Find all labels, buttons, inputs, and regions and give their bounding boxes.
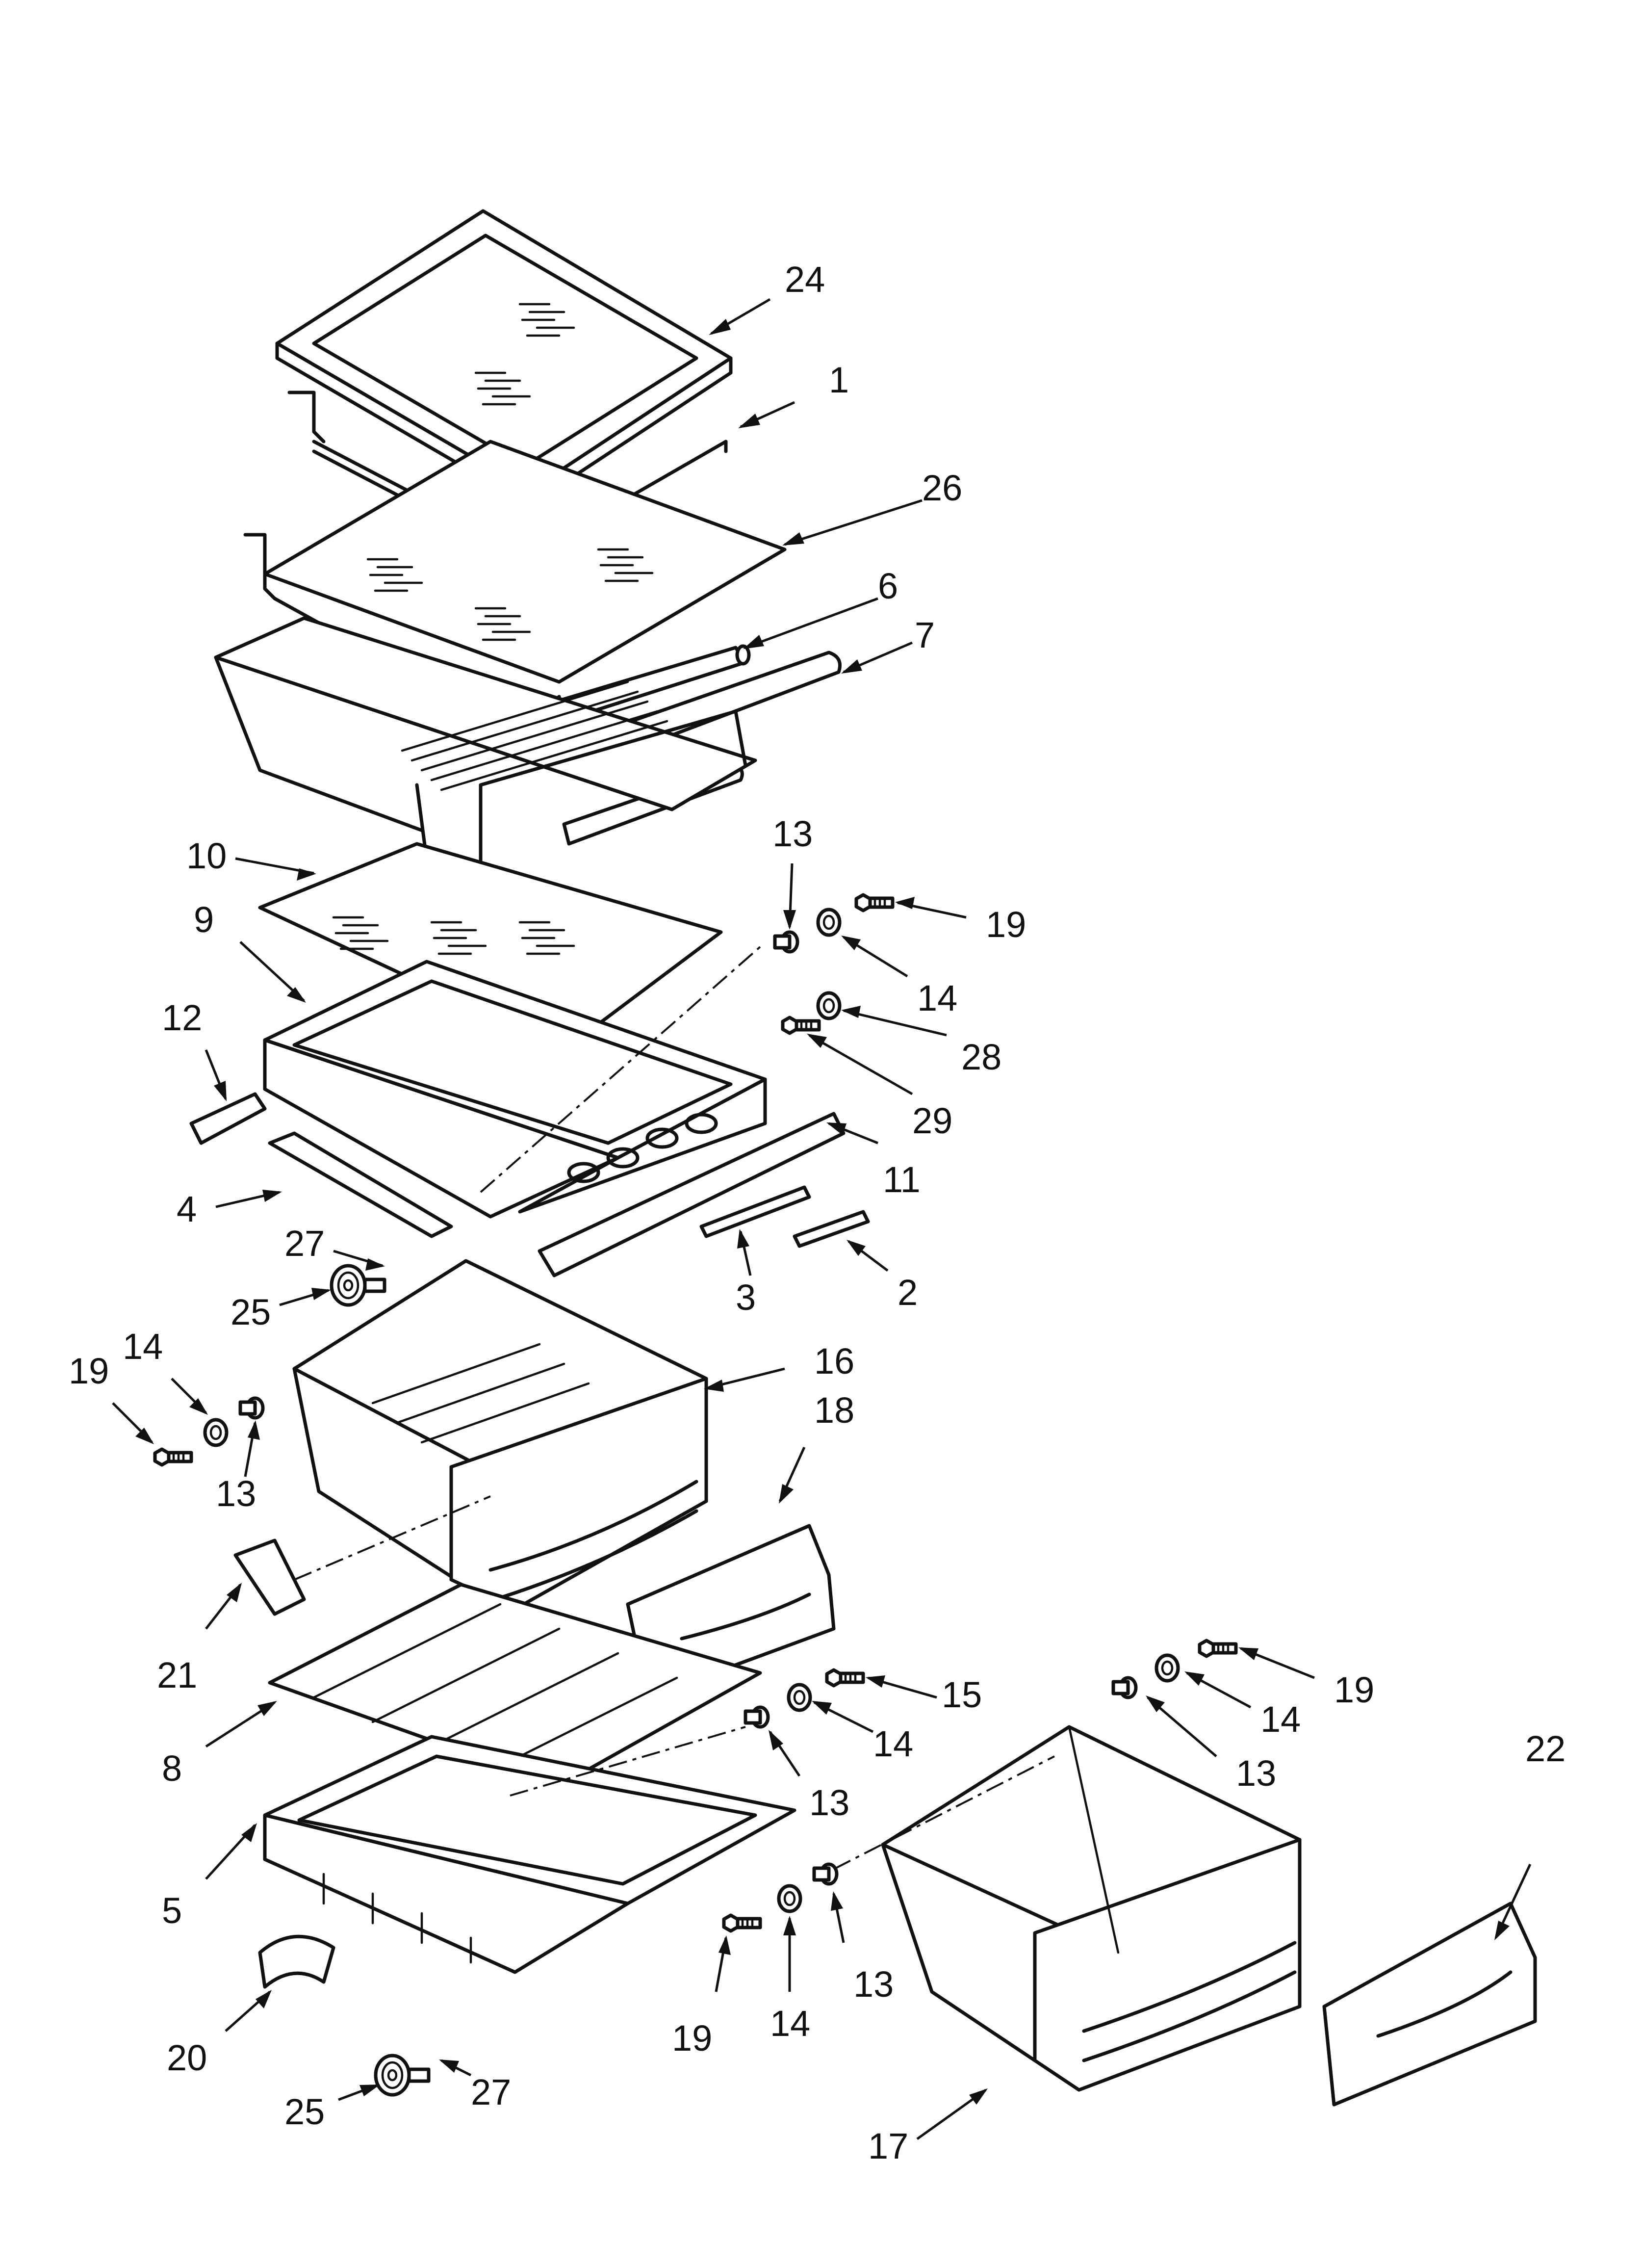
callout-12: 12 [162,997,202,1038]
callout-22: 22 [1525,1728,1565,1769]
callout-14-b: 14 [123,1326,163,1367]
callout-21: 21 [157,1655,197,1695]
cover-cap [258,1934,335,1989]
drawer-clip [233,1538,306,1616]
bushing-right [1113,1678,1136,1697]
drawer-cover-frame [263,1735,796,1974]
drawer-pan-lower [881,1725,1302,2092]
callout-25-b: 25 [284,2091,325,2132]
center-line-middle [294,1495,491,1581]
slide-rail-left [189,1092,453,1238]
slide-rail-right [538,1112,846,1277]
screw-lower [724,1915,760,1931]
bushing-lower [814,1864,837,1884]
bumper-28 [818,993,840,1018]
screw-29 [783,1017,819,1033]
callout-10: 10 [186,835,227,876]
callout-14-c: 14 [1260,1699,1301,1740]
callout-27-b: 27 [471,2072,511,2112]
washer-lower [779,1886,800,1911]
screw-15 [827,1670,863,1686]
callout-9: 9 [194,899,214,940]
callout-19-c: 19 [1334,1669,1374,1710]
crisper-frame [263,960,767,1219]
callout-14-e: 14 [770,2003,810,2044]
callout-19-a: 19 [986,904,1026,945]
callout-2: 2 [898,1272,918,1313]
callout-20: 20 [167,2037,207,2078]
vent-grille [401,680,668,791]
washer-mid [789,1685,810,1710]
screw-right [1200,1641,1236,1656]
callout-group: 24 1 26 6 7 10 9 13 19 14 28 29 12 11 4 … [69,259,1565,2166]
callout-16: 16 [814,1341,854,1382]
callout-6: 6 [878,566,898,606]
roller-upper [332,1266,385,1305]
washer-left [205,1420,227,1445]
drawer-front-lower [1322,1902,1537,2107]
callout-4: 4 [177,1189,197,1229]
callout-1: 1 [829,360,849,400]
callout-19-b: 19 [69,1351,109,1391]
callout-28: 28 [961,1037,1001,1077]
callout-25-a: 25 [231,1292,271,1332]
callout-27-a: 27 [284,1223,325,1264]
callout-13-e: 13 [853,1964,894,2005]
callout-19-d: 19 [672,2018,712,2059]
bushing-left [240,1398,263,1418]
washer-upper [818,910,840,935]
callout-13-b: 13 [216,1473,256,1514]
washer-right [1156,1655,1178,1681]
callout-13-a: 13 [772,813,813,854]
callout-13-c: 13 [1236,1753,1276,1794]
callout-7: 7 [915,615,935,655]
screw-left [155,1449,191,1465]
callout-24: 24 [785,259,825,300]
callout-8: 8 [162,1748,182,1789]
callout-29: 29 [912,1100,952,1141]
center-line-right [833,1755,1055,1870]
callout-13-d: 13 [809,1782,849,1823]
drawer-pan [292,1259,708,1611]
callout-15: 15 [942,1674,982,1715]
bushing-upper [775,932,797,952]
callout-5: 5 [162,1890,182,1931]
roller-lower [376,2056,429,2095]
callout-14-d: 14 [873,1723,913,1764]
callout-11: 11 [883,1159,921,1200]
callout-18: 18 [814,1390,854,1431]
bushing-mid [745,1707,768,1727]
callout-14-a: 14 [917,978,957,1018]
callout-26: 26 [922,468,962,508]
center-line-upper [480,946,761,1193]
callout-17: 17 [868,2126,908,2166]
center-line-lower [510,1726,746,1797]
screw-upper [856,895,893,911]
rail-bracket-small [699,1185,870,1248]
callout-3: 3 [736,1277,756,1318]
